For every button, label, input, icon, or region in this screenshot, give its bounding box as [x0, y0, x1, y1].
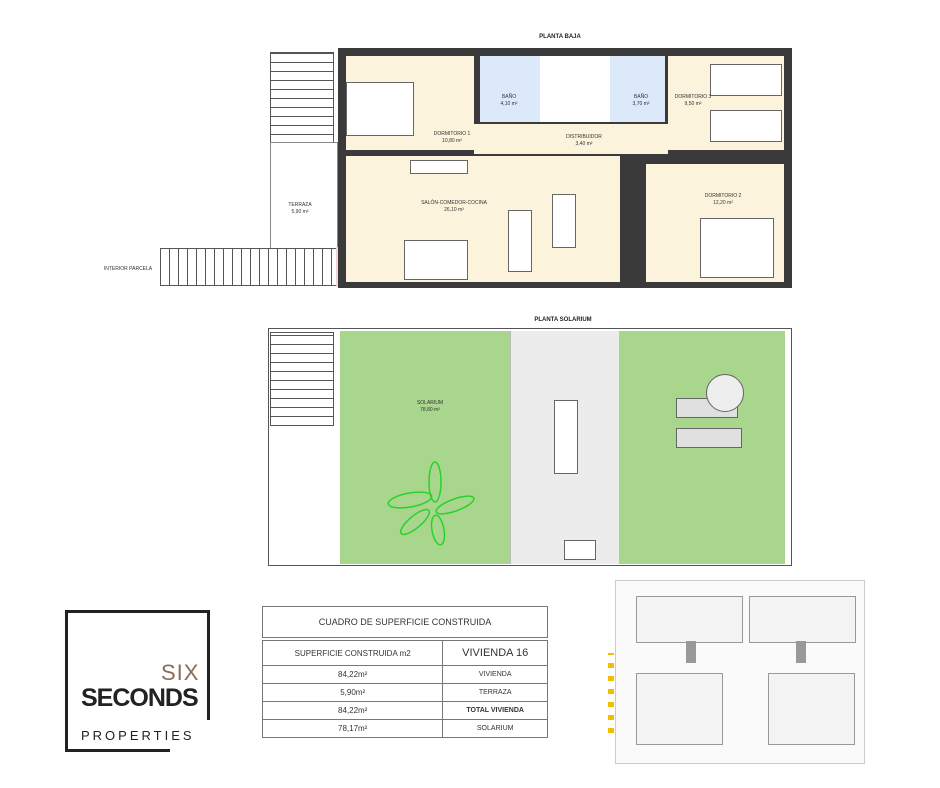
solarium-green-left [340, 331, 510, 564]
parcela-stairs [160, 248, 338, 286]
planta-baja-title: PLANTA BAJA [539, 34, 581, 40]
solarium-sink [564, 540, 596, 560]
block [768, 673, 855, 745]
cell-value: 78,17m² [261, 719, 444, 738]
salon-room [346, 156, 620, 282]
cell-label: TOTAL VIVIENDA [442, 701, 548, 720]
terrace-stairs [270, 52, 334, 144]
palm-tree-icon [387, 461, 475, 546]
block [636, 673, 723, 745]
bed-1 [346, 82, 414, 136]
surface-table: SUPERFICIE CONSTRUIDA m2 VIVIENDA 16 84,… [261, 640, 548, 738]
site-plan [608, 580, 865, 764]
planta-solarium-title: PLANTA SOLARIUM [534, 317, 592, 323]
sofa [404, 240, 468, 280]
interior-parcela-label: INTERIOR PARCELA [103, 266, 153, 272]
parking-markers [608, 653, 614, 733]
block [636, 596, 743, 643]
cell-value: 84,22m² [261, 665, 444, 684]
logo-properties: PROPERTIES [81, 728, 195, 743]
table-title: CUADRO DE SUPERFICIE CONSTRUIDA [262, 606, 548, 638]
cell-value: 84,22m² [261, 701, 444, 720]
cell-label: VIVIENDA [442, 665, 548, 684]
table-header-row: SUPERFICIE CONSTRUIDA m2 VIVIENDA 16 [261, 640, 548, 666]
stairs [686, 641, 696, 663]
table-header: VIVIENDA 16 [442, 640, 548, 666]
tv-unit [410, 160, 468, 174]
logo-seconds: SECONDS [81, 684, 199, 712]
bed-3a [710, 64, 782, 96]
block [749, 596, 856, 643]
bed-2 [700, 218, 774, 278]
parasol [706, 374, 744, 412]
cell-value: 5,90m² [261, 683, 444, 702]
distribuidor-room [474, 124, 668, 154]
solarium-outline [268, 328, 792, 566]
six-seconds-logo: SIX SECONDS PROPERTIES [65, 610, 210, 752]
kitchen-island [552, 194, 576, 248]
logo-six: SIX [161, 660, 200, 685]
cell-label: SOLARIUM [442, 719, 548, 738]
stairs [796, 641, 806, 663]
cell-label: TERRAZA [442, 683, 548, 702]
sun-lounger [676, 428, 742, 448]
solarium-stairs [270, 332, 334, 426]
table-header: SUPERFICIE CONSTRUIDA m2 [261, 640, 444, 666]
bed-3b [710, 110, 782, 142]
terraza-room [270, 142, 338, 249]
solarium-table [554, 400, 578, 474]
dining-table [508, 210, 532, 272]
showers [540, 56, 610, 122]
